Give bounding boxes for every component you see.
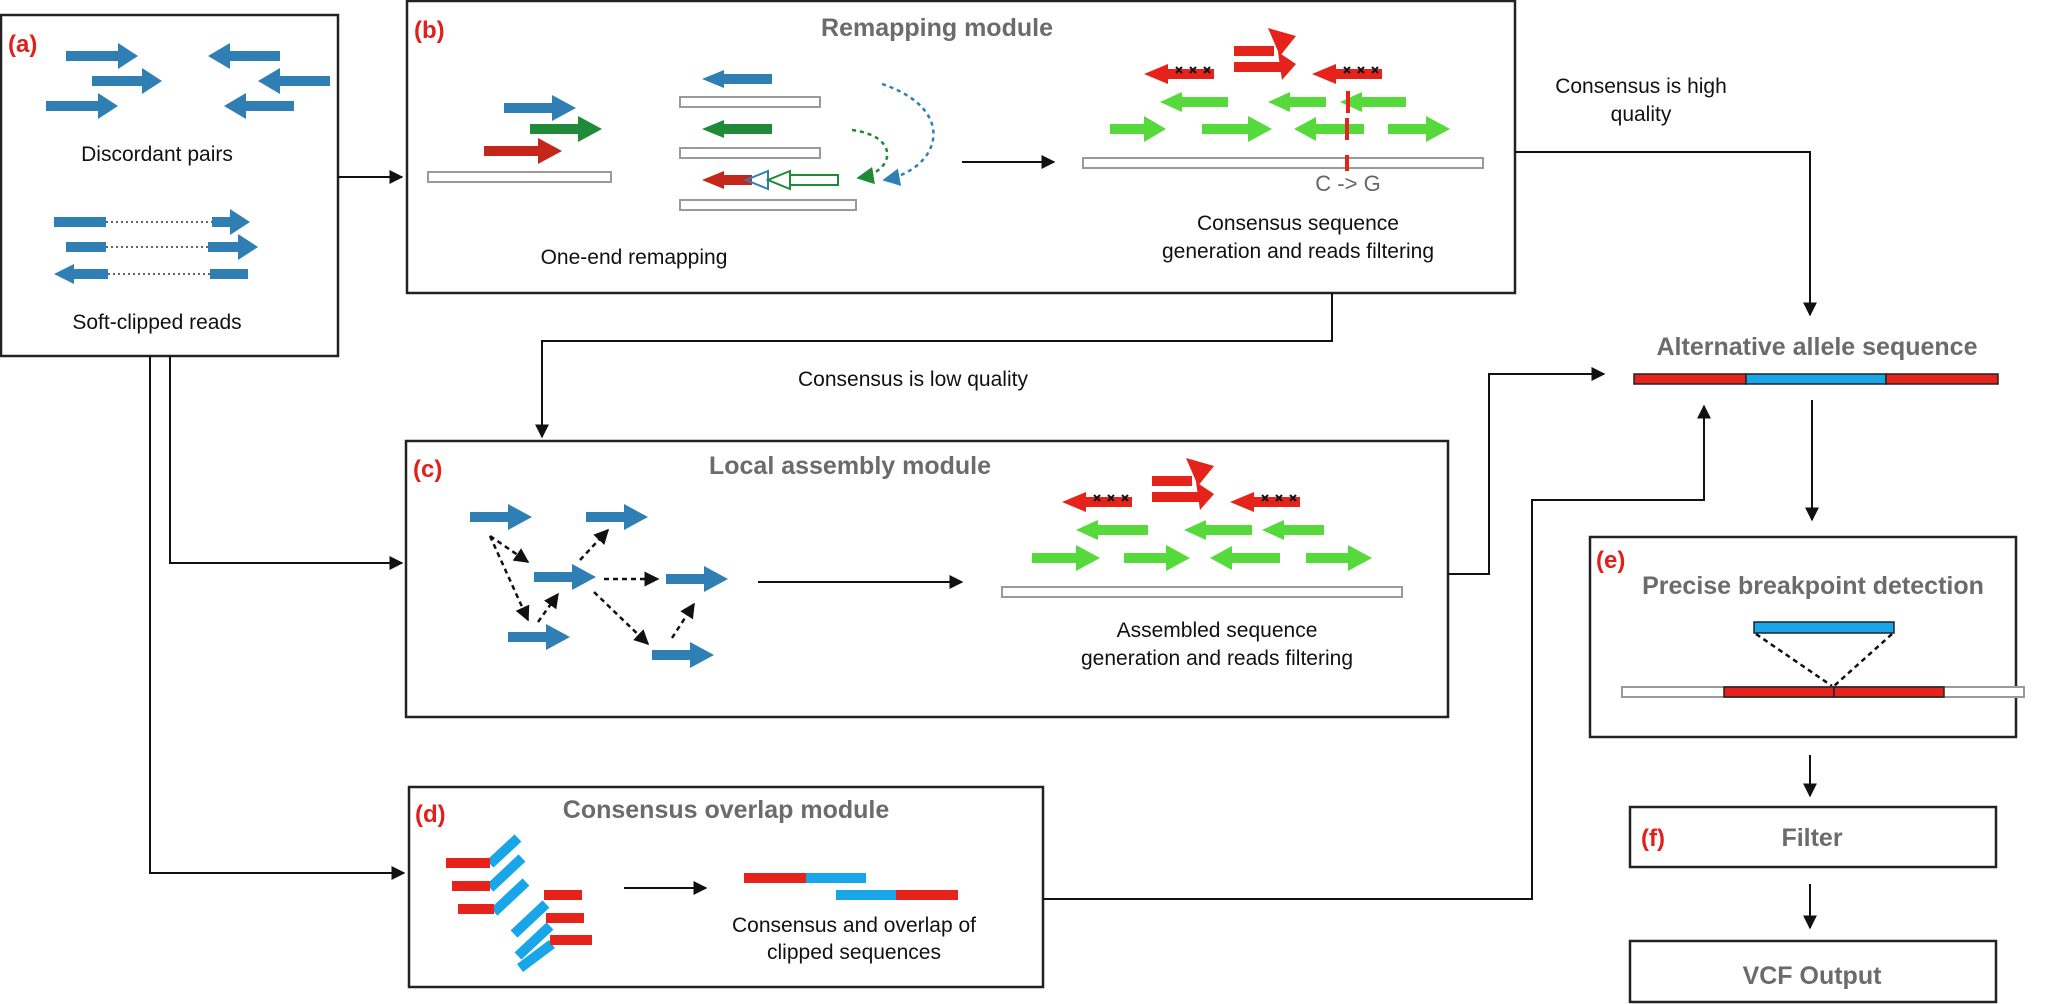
high-quality-label-line-2: quality (1611, 103, 1672, 126)
panel-d-box (407, 785, 1045, 989)
consensus-label-line-2: generation and reads filtering (1162, 240, 1434, 263)
alt-allele-bar (1633, 373, 1999, 385)
panel-c-box (404, 439, 1450, 719)
panel-e-box (1588, 535, 2018, 739)
panel-d-tag: (d) (415, 801, 446, 828)
discordant-pairs-label: Discordant pairs (81, 143, 233, 166)
soft-clipped-reads-label: Soft-clipped reads (72, 311, 241, 334)
snv-label: C -> G (1315, 171, 1380, 196)
overlap-label-line-1: Consensus and overlap of (732, 914, 976, 937)
panel-f-tag: (f) (1641, 825, 1665, 852)
flow-connectors (149, 151, 1819, 930)
panel-c-tag: (c) (413, 456, 442, 483)
panel-a-tag: (a) (8, 31, 37, 58)
panel-b-tag: (b) (414, 17, 445, 44)
assembled-sequence-illustration (1001, 458, 1403, 598)
one-end-remapping-illustration (427, 70, 935, 211)
assembly-graph-illustration (470, 504, 728, 668)
vcf-output-title: VCF Output (1743, 962, 1883, 990)
panel-f-box (1628, 805, 1998, 869)
one-end-remapping-label: One-end remapping (541, 246, 728, 269)
overlap-sequence-illustration (744, 873, 958, 900)
panel-d-title: Consensus overlap module (563, 796, 890, 824)
consensus-label-line-1: Consensus sequence (1197, 212, 1399, 235)
panel-c-title: Local assembly module (709, 452, 991, 480)
consensus-sequence-illustration (1082, 28, 1484, 171)
panel-a-box (0, 13, 340, 358)
soft-clipped-reads-arrows (54, 209, 258, 284)
vcf-output-box (1628, 939, 1998, 1004)
assembled-label-line-1: Assembled sequence (1117, 619, 1318, 642)
high-quality-label-line-1: Consensus is high (1555, 75, 1727, 98)
alt-allele-title: Alternative allele sequence (1657, 333, 1978, 361)
clipped-reads-illustration (446, 834, 592, 972)
low-quality-label: Consensus is low quality (798, 368, 1028, 391)
overlap-label-line-2: clipped sequences (767, 941, 941, 964)
panel-f-title: Filter (1781, 824, 1842, 852)
panel-e-title: Precise breakpoint detection (1642, 572, 1984, 600)
breakpoint-illustration (1621, 621, 2025, 698)
discordant-pairs-arrows (46, 43, 330, 119)
panel-b-box (405, 0, 1517, 295)
assembled-label-line-2: generation and reads filtering (1081, 647, 1353, 670)
panel-b-title: Remapping module (821, 14, 1053, 42)
panel-e-tag: (e) (1596, 547, 1625, 574)
